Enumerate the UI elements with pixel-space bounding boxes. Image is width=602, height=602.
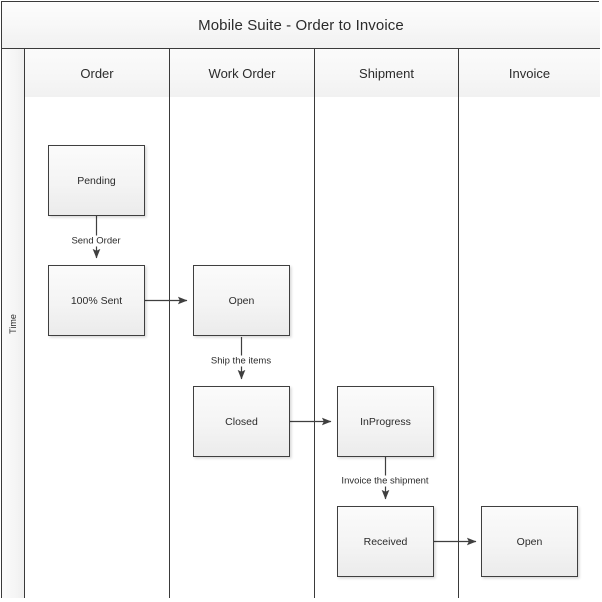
lane-header-row: Order Work Order Shipment Invoice [25, 49, 600, 97]
edge-label-invoice-the-shipment: Invoice the shipment [339, 475, 431, 487]
lane-header-label: Order [80, 65, 114, 81]
node-shipment-received[interactable]: Received [337, 506, 434, 577]
node-label: InProgress [360, 415, 411, 428]
lane-header-label: Invoice [508, 65, 551, 81]
node-label: 100% Sent [70, 294, 123, 307]
time-axis-label: Time [8, 313, 18, 334]
lane-header-work-order[interactable]: Work Order [170, 49, 315, 97]
node-label: Received [363, 535, 408, 548]
edge-label-send-order: Send Order [69, 235, 123, 247]
node-label: Open [516, 535, 543, 548]
node-order-sent[interactable]: 100% Sent [48, 265, 145, 336]
node-label: Pending [77, 174, 116, 187]
node-shipment-inprogress[interactable]: InProgress [337, 386, 434, 457]
diagram-title-bar: Mobile Suite - Order to Invoice [2, 2, 600, 49]
lane-header-label: Shipment [359, 65, 414, 81]
node-label: Open [228, 294, 255, 307]
lane-header-order[interactable]: Order [25, 49, 170, 97]
lane-header-shipment[interactable]: Shipment [315, 49, 459, 97]
lane-header-invoice[interactable]: Invoice [459, 49, 600, 97]
page-title: Mobile Suite - Order to Invoice [198, 16, 404, 34]
node-workorder-closed[interactable]: Closed [193, 386, 290, 457]
lane-header-label: Work Order [208, 65, 276, 81]
time-axis-lane: Time [2, 49, 25, 598]
node-label: Closed [225, 415, 258, 428]
node-invoice-open[interactable]: Open [481, 506, 578, 577]
edge-label-ship-the-items: Ship the items [208, 355, 274, 367]
node-order-pending[interactable]: Pending [48, 145, 145, 216]
node-workorder-open[interactable]: Open [193, 265, 290, 336]
lane-column-work-order [170, 97, 315, 598]
